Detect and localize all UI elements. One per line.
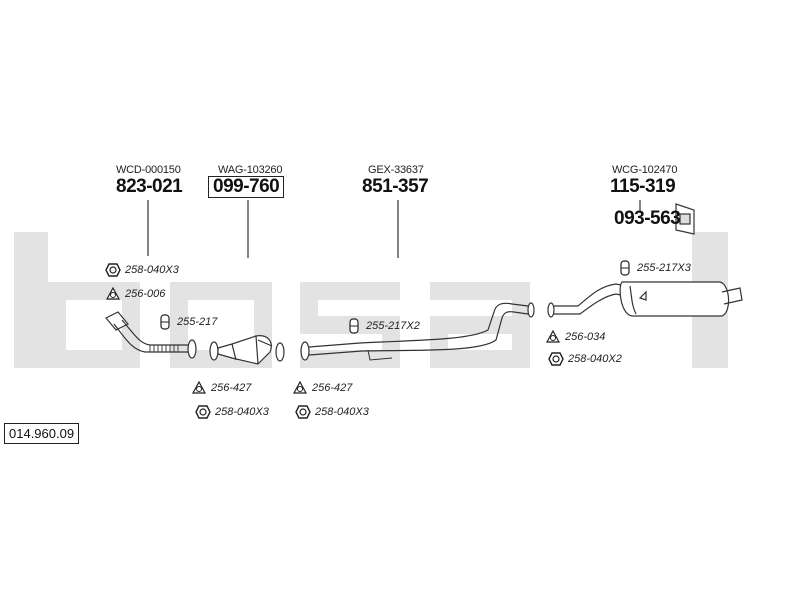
nut-icon — [295, 404, 311, 425]
fitting-label: 258-040X3 — [125, 264, 179, 276]
part-number-highlighted[interactable]: 099-760 — [208, 176, 285, 198]
fitting-label: 255-217X2 — [366, 320, 420, 332]
fitting-label: 258-040X2 — [568, 353, 622, 365]
front-pipe-drawing — [105, 311, 197, 359]
nut-icon — [548, 351, 564, 372]
part-ref: WCD-000150 — [116, 164, 181, 176]
clamp-icon — [157, 314, 173, 335]
part-number[interactable]: 115-319 — [610, 176, 676, 197]
part-number[interactable]: 093-563 — [614, 208, 681, 229]
fitting-label: 256-427 — [312, 382, 353, 394]
fitting-label: 258-040X3 — [315, 406, 369, 418]
clamp-icon — [346, 318, 362, 339]
fitting-label: 256-006 — [125, 288, 166, 300]
middle-pipe-drawing — [300, 302, 535, 361]
bracket-drawing — [675, 203, 695, 235]
part-number[interactable]: 823-021 — [116, 176, 183, 197]
catalytic-converter-drawing — [209, 335, 285, 365]
fitting-label: 255-217 — [177, 316, 218, 328]
gasket-icon — [105, 286, 121, 307]
drawing-number: 014.960.09 — [4, 423, 80, 444]
part-number[interactable]: 851-357 — [362, 176, 429, 197]
fitting-label: 255-217X3 — [637, 262, 691, 274]
gasket-icon — [292, 380, 308, 401]
gasket-icon — [191, 380, 207, 401]
nut-icon — [195, 404, 211, 425]
gasket-icon — [545, 329, 561, 350]
fitting-label: 258-040X3 — [215, 406, 269, 418]
fitting-label: 256-427 — [211, 382, 252, 394]
part-ref: WAG-103260 — [218, 164, 283, 176]
part-ref: WCG-102470 — [612, 164, 678, 176]
nut-icon — [105, 262, 121, 283]
rear-silencer-drawing — [547, 281, 743, 318]
fitting-label: 256-034 — [565, 331, 606, 343]
part-ref: GEX-33637 — [368, 164, 424, 176]
clamp-icon — [617, 260, 633, 281]
